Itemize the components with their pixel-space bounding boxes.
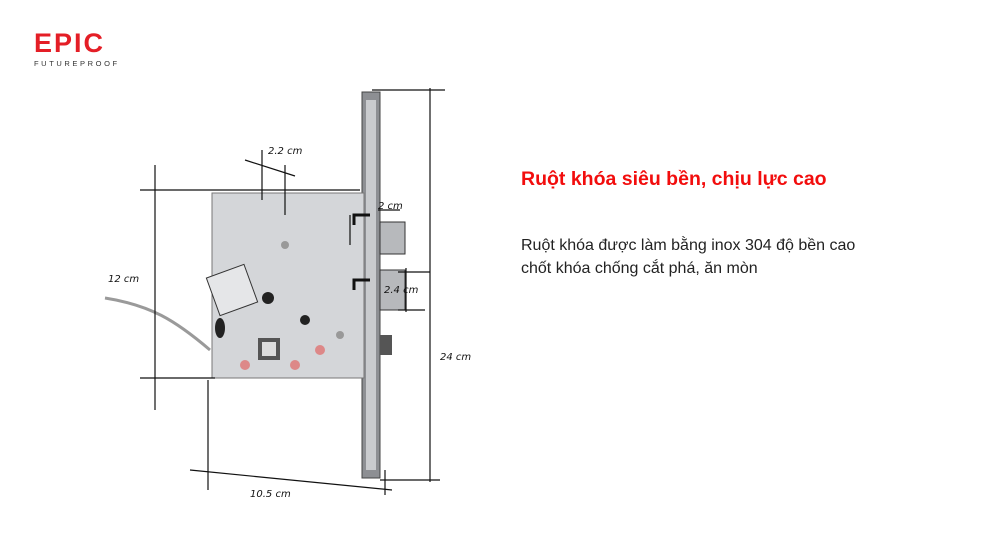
cable [104, 296, 211, 352]
trigger [380, 335, 392, 355]
dimension-lines [140, 88, 445, 495]
dim-backset: 2.2 cm [268, 146, 303, 157]
brand-logo: EPIC FUTUREPROOF [34, 28, 120, 69]
dead-bolt [379, 269, 406, 311]
cam [205, 263, 259, 317]
lock-case [211, 192, 365, 379]
description-line: Ruột khóa được làm bằng inox 304 độ bền … [521, 237, 856, 254]
dim-body-height: 12 cm [108, 274, 140, 285]
brand-tagline: FUTUREPROOF [34, 59, 120, 68]
dim-faceplate-height: 24 cm [440, 352, 472, 363]
cylinder-hole [215, 318, 225, 338]
dim-latch-depth: 2 cm [378, 201, 403, 212]
feature-description: Ruột khóa được làm bằng inox 304 độ bền … [521, 234, 941, 280]
dim-body-width: 10.5 cm [250, 489, 291, 500]
feature-heading: Ruột khóa siêu bền, chịu lực cao [521, 168, 827, 190]
dim-bolt-height: 2.4 cm [384, 285, 419, 296]
description-line: chốt khóa chống cắt phá, ăn mòn [521, 260, 758, 277]
brand-name: EPIC [34, 28, 106, 58]
latch-bolt [379, 221, 406, 255]
